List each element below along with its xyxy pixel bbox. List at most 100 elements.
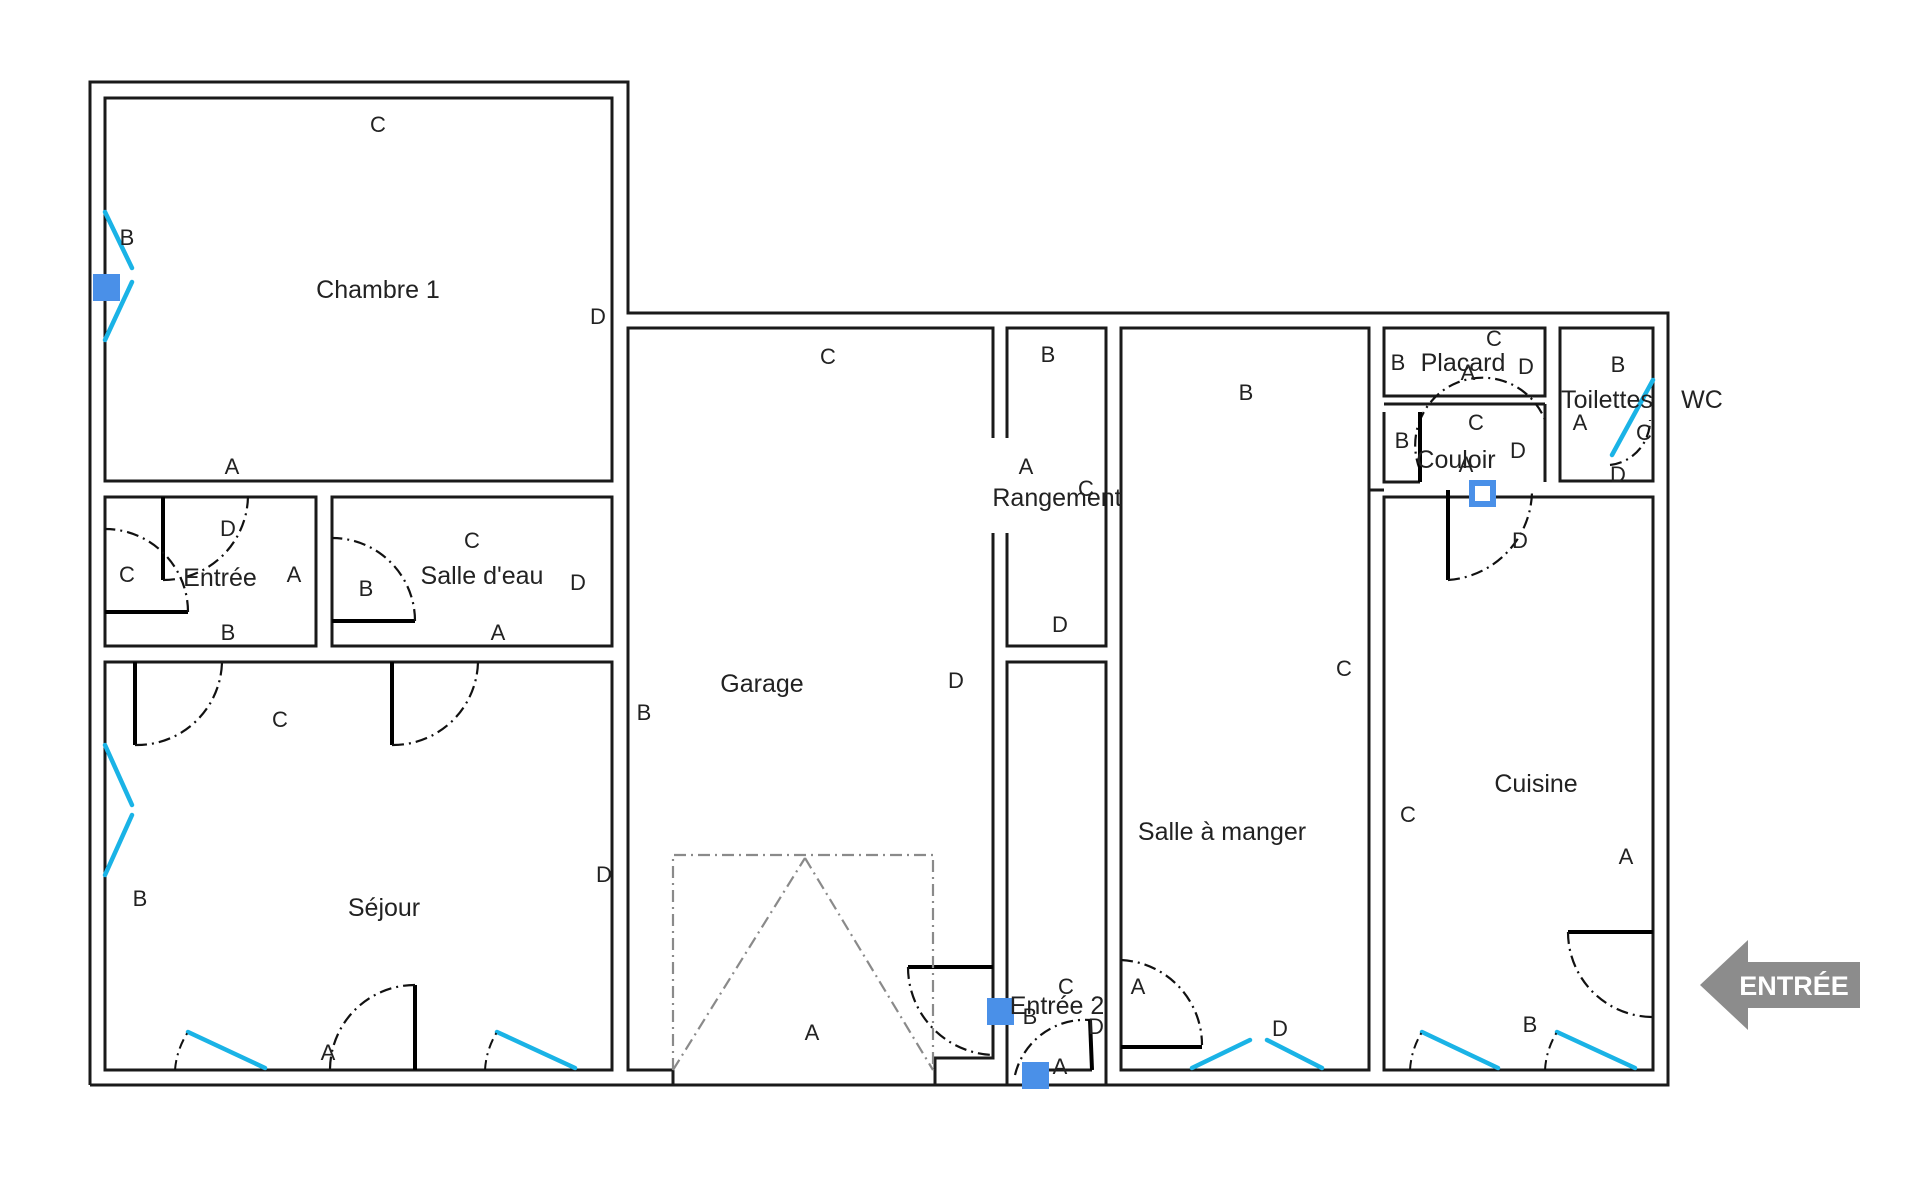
room-label-entree-1: Entrée: [183, 564, 257, 592]
garage-door: [671, 853, 935, 1071]
wall-entree-2: [1005, 660, 1108, 1085]
wall-letter: A: [225, 454, 240, 479]
door-arc-cuisine-entry: [1566, 931, 1654, 1019]
wall-letter: B: [120, 225, 135, 250]
room-label-wc: WC: [1681, 386, 1723, 414]
room-label-couloir: Couloir: [1416, 446, 1495, 474]
room-label-toilettes: Toilettes: [1561, 386, 1653, 414]
wall-letter: C: [820, 344, 836, 369]
garage-door-diag-2: [804, 857, 934, 1071]
wall-cuisine: [1382, 495, 1655, 1072]
wall-garage: [626, 326, 995, 1072]
wall-letter: C: [1636, 420, 1652, 445]
window-salle-manger-1: [1189, 1037, 1253, 1071]
room-label-rangement: Rangement: [992, 484, 1121, 512]
door-arc-salle-eau: [331, 536, 417, 622]
wall-letter: D: [948, 668, 964, 693]
wall-letter: D: [1052, 612, 1068, 637]
square-marker-icon: [1022, 1062, 1049, 1089]
wall-letter: B: [1611, 352, 1626, 377]
wall-letter: D: [1518, 354, 1534, 379]
wall-letter: C: [1400, 802, 1416, 827]
wall-letter: A: [1573, 410, 1588, 435]
wall-letter: C: [1078, 476, 1094, 501]
wall-letter: D: [1088, 1014, 1104, 1039]
hollow-square-marker-icon: [1469, 480, 1496, 507]
door-arc-salle-manger: [1120, 958, 1204, 1046]
wall-letter: C: [1468, 410, 1484, 435]
windows: [102, 209, 1656, 1071]
arrow-left-icon: [1700, 940, 1860, 1030]
wall-letter: A: [1461, 360, 1476, 385]
room-label-entree-2: Entrée 2: [1010, 992, 1105, 1020]
room-label-placard: Placard: [1421, 349, 1506, 377]
wall-letter: C: [464, 528, 480, 553]
doors: [104, 376, 1654, 1076]
wall-letter: D: [220, 516, 236, 541]
door-arc-entree-left: [104, 527, 190, 613]
entry-arrow: ENTRÉE: [1700, 940, 1860, 1030]
wall-letter: B: [1395, 428, 1410, 453]
door-leaf-entree2-front: [1088, 1019, 1094, 1071]
window-toilettes: [1609, 377, 1656, 458]
window-arc-cuisine-1: [1409, 1031, 1423, 1071]
square-marker-icon: [93, 274, 120, 301]
wall-letters: C B D A D C A B C B D A C B D A C B D A …: [119, 112, 1652, 1079]
room-label-garage: Garage: [720, 670, 803, 698]
wall-letter: D: [1610, 462, 1626, 487]
wall-letter: A: [1459, 452, 1474, 477]
window-arc-sejour-bottom-2: [484, 1031, 498, 1071]
wall-sejour: [103, 660, 614, 1072]
window-sejour-bottom-1: [185, 1029, 268, 1071]
wall-letter: B: [1391, 350, 1406, 375]
outer-wall: [88, 80, 1670, 1087]
wall-entree-1: [103, 495, 318, 648]
wall-letter: C: [370, 112, 386, 137]
window-sejour-bottom-2: [494, 1029, 578, 1071]
garage-door-diag-1: [672, 857, 806, 1071]
wall-letter: C: [1058, 974, 1074, 999]
window-chambre-1: [102, 209, 135, 271]
door-arc-couloir-toilettes: [1414, 376, 1547, 471]
garage-door-frame: [671, 853, 935, 1070]
door-arc-sejour-1: [134, 661, 224, 747]
wall-garage-right: [933, 533, 995, 1070]
wall-letter: A: [1019, 454, 1034, 479]
wall-letter: D: [590, 304, 606, 329]
door-arc-sejour-bottom: [328, 983, 416, 1071]
window-cuisine-2: [1554, 1029, 1638, 1071]
wall-letter: C: [1486, 326, 1502, 351]
room-label-salle-eau: Salle d'eau: [421, 562, 544, 590]
window-sejour-left-2: [102, 812, 135, 878]
wall-letter: D: [1512, 528, 1528, 553]
door-arc-garage-entree2: [906, 966, 994, 1057]
wall-letter: C: [1336, 656, 1352, 681]
room-label-salle-manger: Salle à manger: [1138, 818, 1306, 846]
wall-letter: D: [1510, 438, 1526, 463]
room-labels: Chambre 1 Entrée Salle d'eau Séjour Gara…: [183, 276, 1723, 1020]
wall-letter: D: [1272, 1016, 1288, 1041]
room-label-cuisine: Cuisine: [1494, 770, 1577, 798]
markers: [93, 274, 1496, 1089]
wall-letter: C: [119, 562, 135, 587]
square-marker-icon: [987, 998, 1014, 1025]
wall-letter: B: [1523, 1012, 1538, 1037]
entry-arrow-label: ENTRÉE: [1739, 970, 1849, 1001]
wall-letter: C: [272, 707, 288, 732]
window-cuisine-1: [1419, 1029, 1501, 1071]
wall-couloir: [1382, 412, 1420, 484]
wall-letter: D: [596, 862, 612, 887]
wall-rangement: [1005, 326, 1108, 648]
wall-letter: A: [491, 620, 506, 645]
door-arc-wc: [1609, 419, 1652, 467]
wall-placard: [1382, 326, 1547, 398]
wall-letter: A: [1619, 844, 1634, 869]
door-arc-sejour-2: [391, 661, 480, 747]
wall-letter: B: [221, 620, 236, 645]
wall-letter: B: [1239, 380, 1254, 405]
room-label-sejour: Séjour: [348, 894, 420, 922]
window-sejour-left-1: [102, 742, 135, 808]
wall-letter: B: [133, 886, 148, 911]
door-arc-couloir-cuisine: [1447, 489, 1534, 582]
